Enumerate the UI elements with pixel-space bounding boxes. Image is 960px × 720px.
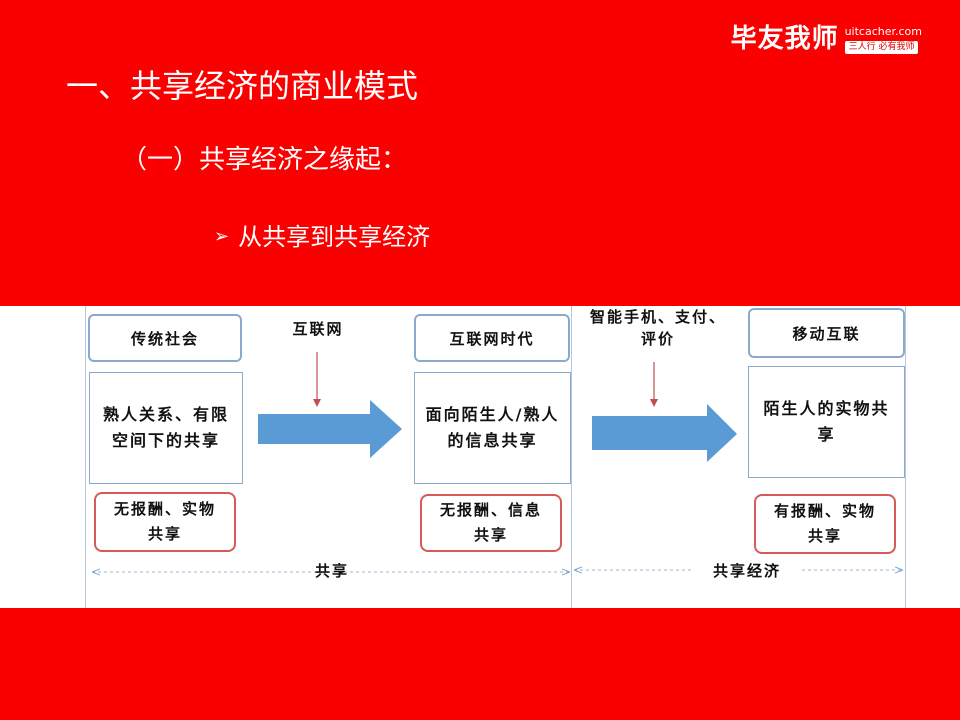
driver-label-internet: 互联网 (292, 320, 344, 338)
phase-label-sharing: 共享 (314, 562, 349, 580)
stage-reward-internet: 无报酬、信息共享 (420, 494, 562, 552)
brand-logo: 毕友我师 uitcacher.com 三人行 必有我师 (731, 22, 922, 56)
column-guide-line (571, 306, 572, 608)
stage-content-mobile: 陌生人的实物共享 (748, 366, 905, 478)
stage-label-traditional: 传统社会 (88, 314, 242, 362)
bullet-item: ➢ 从共享到共享经济 (214, 222, 430, 252)
stage-label-internet: 互联网时代 (414, 314, 570, 362)
bullet-arrow-icon: ➢ (214, 226, 230, 247)
logo-url: uitcacher.com (844, 25, 922, 38)
stage-content-internet: 面向陌生人/熟人的信息共享 (414, 372, 571, 484)
stage-content-traditional: 熟人关系、有限空间下的共享 (89, 372, 243, 484)
sharing-evolution-diagram: 传统社会 熟人关系、有限空间下的共享 无报酬、实物共享 互联网时代 面向陌生人/… (0, 306, 960, 608)
logo-name: 毕友我师 (730, 24, 839, 54)
slide-subtitle: （一）共享经济之缘起： (121, 145, 408, 175)
diagram-arrows (92, 352, 903, 608)
stage-reward-traditional: 无报酬、实物共享 (94, 492, 236, 552)
column-guide-line (85, 306, 86, 608)
slide-title: 一、共享经济的商业模式 (66, 67, 419, 105)
flow-arrow-2 (592, 404, 737, 462)
flow-arrow-1 (258, 400, 402, 458)
stage-reward-mobile: 有报酬、实物共享 (754, 494, 896, 554)
phase-label-sharing-economy: 共享经济 (692, 560, 802, 582)
column-guide-line (905, 306, 906, 608)
driver-label-mobile-tech: 智能手机、支付、评价 (589, 308, 726, 348)
logo-side: uitcacher.com 三人行 必有我师 (844, 22, 922, 54)
bullet-text: 从共享到共享经济 (238, 223, 431, 251)
stage-label-mobile: 移动互联 (748, 308, 905, 358)
logo-slogan: 三人行 必有我师 (844, 41, 919, 54)
